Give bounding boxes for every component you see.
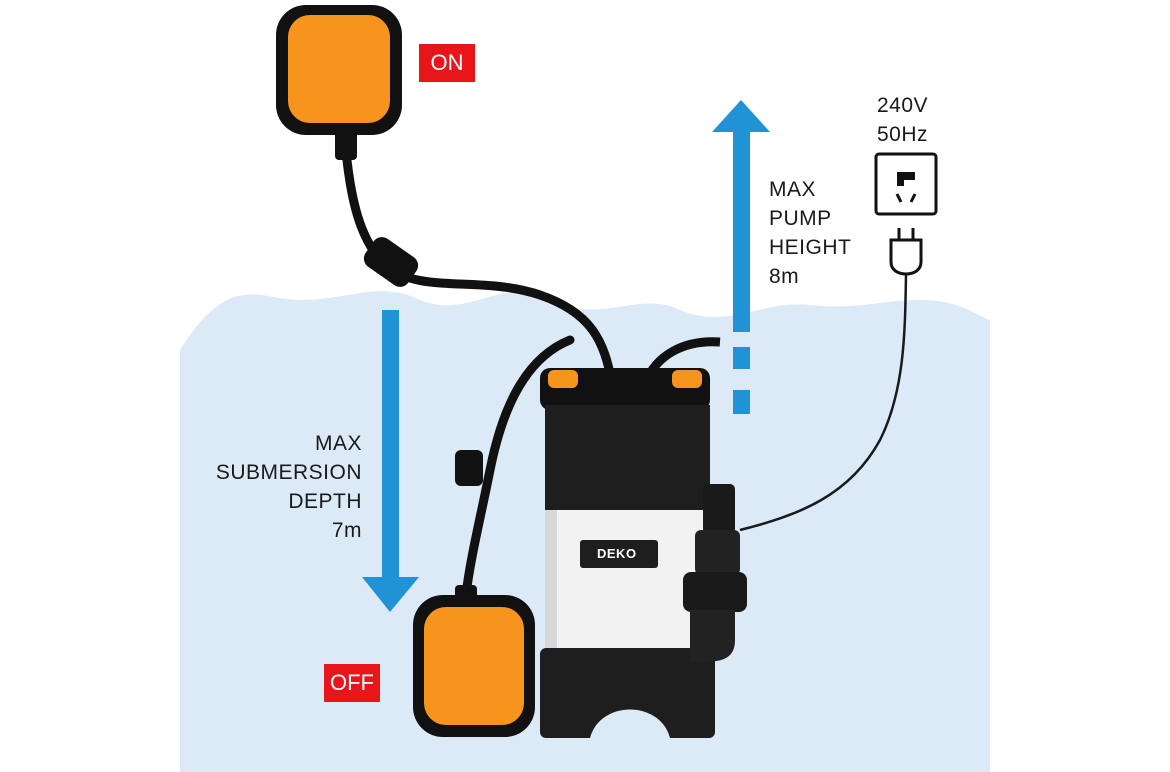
float-switch-on — [276, 5, 402, 160]
float-switch-off — [413, 450, 535, 737]
cable-clamp — [363, 237, 419, 287]
power-spec-label: 240V 50Hz — [877, 94, 929, 146]
float-cable-top — [340, 135, 617, 390]
down-arrow-icon — [362, 310, 419, 612]
power-socket-icon — [874, 152, 938, 216]
max-submersion-depth-label: MAX SUBMERSION DEPTH 7m — [215, 432, 362, 542]
brand-logo: DEKO — [597, 546, 637, 561]
power-plug-icon — [889, 228, 923, 276]
float-cable-bottom — [461, 335, 575, 600]
power-cord — [739, 274, 908, 532]
up-arrow-icon — [712, 100, 770, 414]
submersible-pump — [540, 337, 747, 738]
max-pump-height-label: MAX PUMP HEIGHT 8m — [769, 178, 852, 288]
on-level-tag: ON — [419, 44, 475, 82]
off-level-tag: OFF — [324, 664, 380, 702]
